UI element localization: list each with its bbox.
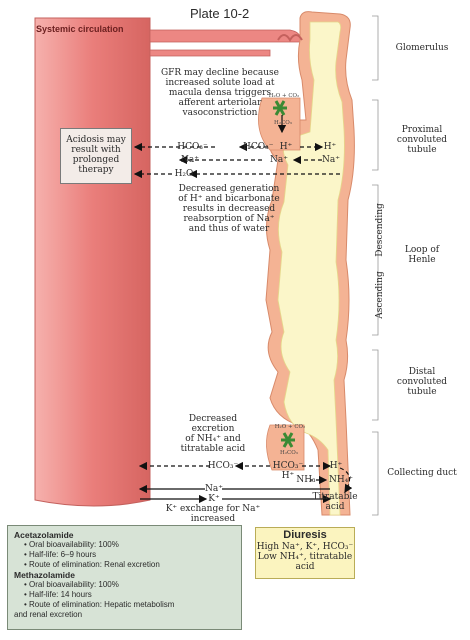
nh3-label: NH₃ bbox=[296, 475, 316, 485]
na-cd-label: Na⁺ bbox=[205, 484, 223, 494]
drug-name: Acetazolamide bbox=[14, 530, 74, 540]
h2co3-label: H₂CO₃ bbox=[274, 120, 292, 126]
blood-vessel bbox=[34, 17, 151, 507]
hco3-h-cd-label: HCO₃⁻ H⁺ bbox=[272, 461, 304, 481]
carbonic-anhydrase-icon bbox=[273, 100, 287, 116]
na-cell-label: Na⁺ bbox=[270, 155, 288, 165]
arteriole-top bbox=[149, 29, 301, 43]
k-cd-label: K⁺ bbox=[208, 494, 220, 504]
drug-fact: Oral bioavailability: 100% bbox=[24, 540, 235, 550]
collecting-duct-label: Collecting duct bbox=[387, 468, 457, 478]
nh4-label: NH₄⁺ bbox=[328, 475, 354, 485]
h2o-co2-label-2: H₂O + CO₂ bbox=[274, 424, 306, 430]
drug-fact-continued: and renal excretion bbox=[14, 610, 83, 619]
na-blood-label: Na⁺ bbox=[181, 155, 199, 165]
h-cd-lumen-label: H⁺ bbox=[329, 461, 343, 471]
proximal-cell bbox=[258, 97, 301, 151]
h2o-co2-label: H₂O + CO₂ bbox=[268, 93, 300, 99]
hco3-cd-blood-label: HCO₃⁻ bbox=[207, 461, 239, 471]
diuresis-box: Diuresis High Na⁺, K⁺, HCO₃⁻ Low NH₄⁺, t… bbox=[255, 527, 355, 579]
drug-fact: Route of elimination: Renal excretion bbox=[24, 560, 235, 570]
carbonic-anhydrase-icon bbox=[281, 432, 295, 448]
hco3-cell-label: HCO₃⁻ bbox=[243, 142, 274, 152]
drug-fact: Route of elimination: Hepatic metabolism bbox=[24, 600, 235, 610]
proximal-arrows bbox=[133, 115, 340, 179]
diuresis-line: Low NH₄⁺, titratable acid bbox=[257, 552, 353, 572]
glomerulus-label: Glomerulus bbox=[395, 43, 449, 53]
h2o-label: H₂O bbox=[174, 169, 194, 179]
plate-title: Plate 10-2 bbox=[190, 6, 250, 21]
drug-fact: Oral bioavailability: 100% bbox=[24, 580, 235, 590]
h-lumen-label: H⁺ bbox=[323, 142, 337, 152]
diuresis-line: High Na⁺, K⁺, HCO₃⁻ bbox=[256, 542, 354, 552]
h-cell-label: H⁺ bbox=[279, 142, 293, 152]
k-exchange-note: K⁺ exchange for Na⁺ increased bbox=[165, 504, 261, 524]
h2co3-label-2: H₂CO₃ bbox=[280, 450, 298, 456]
segment-brackets bbox=[372, 15, 379, 516]
arteriole-bottom bbox=[149, 49, 271, 57]
na-lumen-label: Na⁺ bbox=[322, 155, 340, 165]
ascending-label: Ascending bbox=[375, 271, 385, 319]
glomerulus bbox=[277, 34, 303, 42]
collecting-arrows bbox=[138, 461, 353, 504]
drug-name: Methazolamide bbox=[14, 570, 75, 580]
systemic-circulation-label: Systemic circulation bbox=[36, 24, 124, 34]
diuresis-title: Diuresis bbox=[283, 529, 327, 541]
drug-fact: Half-life: 6–9 hours bbox=[24, 550, 235, 560]
drug-fact: Half-life: 14 hours bbox=[24, 590, 235, 600]
hco3-blood-label: HCO₃⁻ bbox=[177, 142, 208, 152]
drug-info-box: Acetazolamide Oral bioavailability: 100%… bbox=[7, 525, 242, 630]
